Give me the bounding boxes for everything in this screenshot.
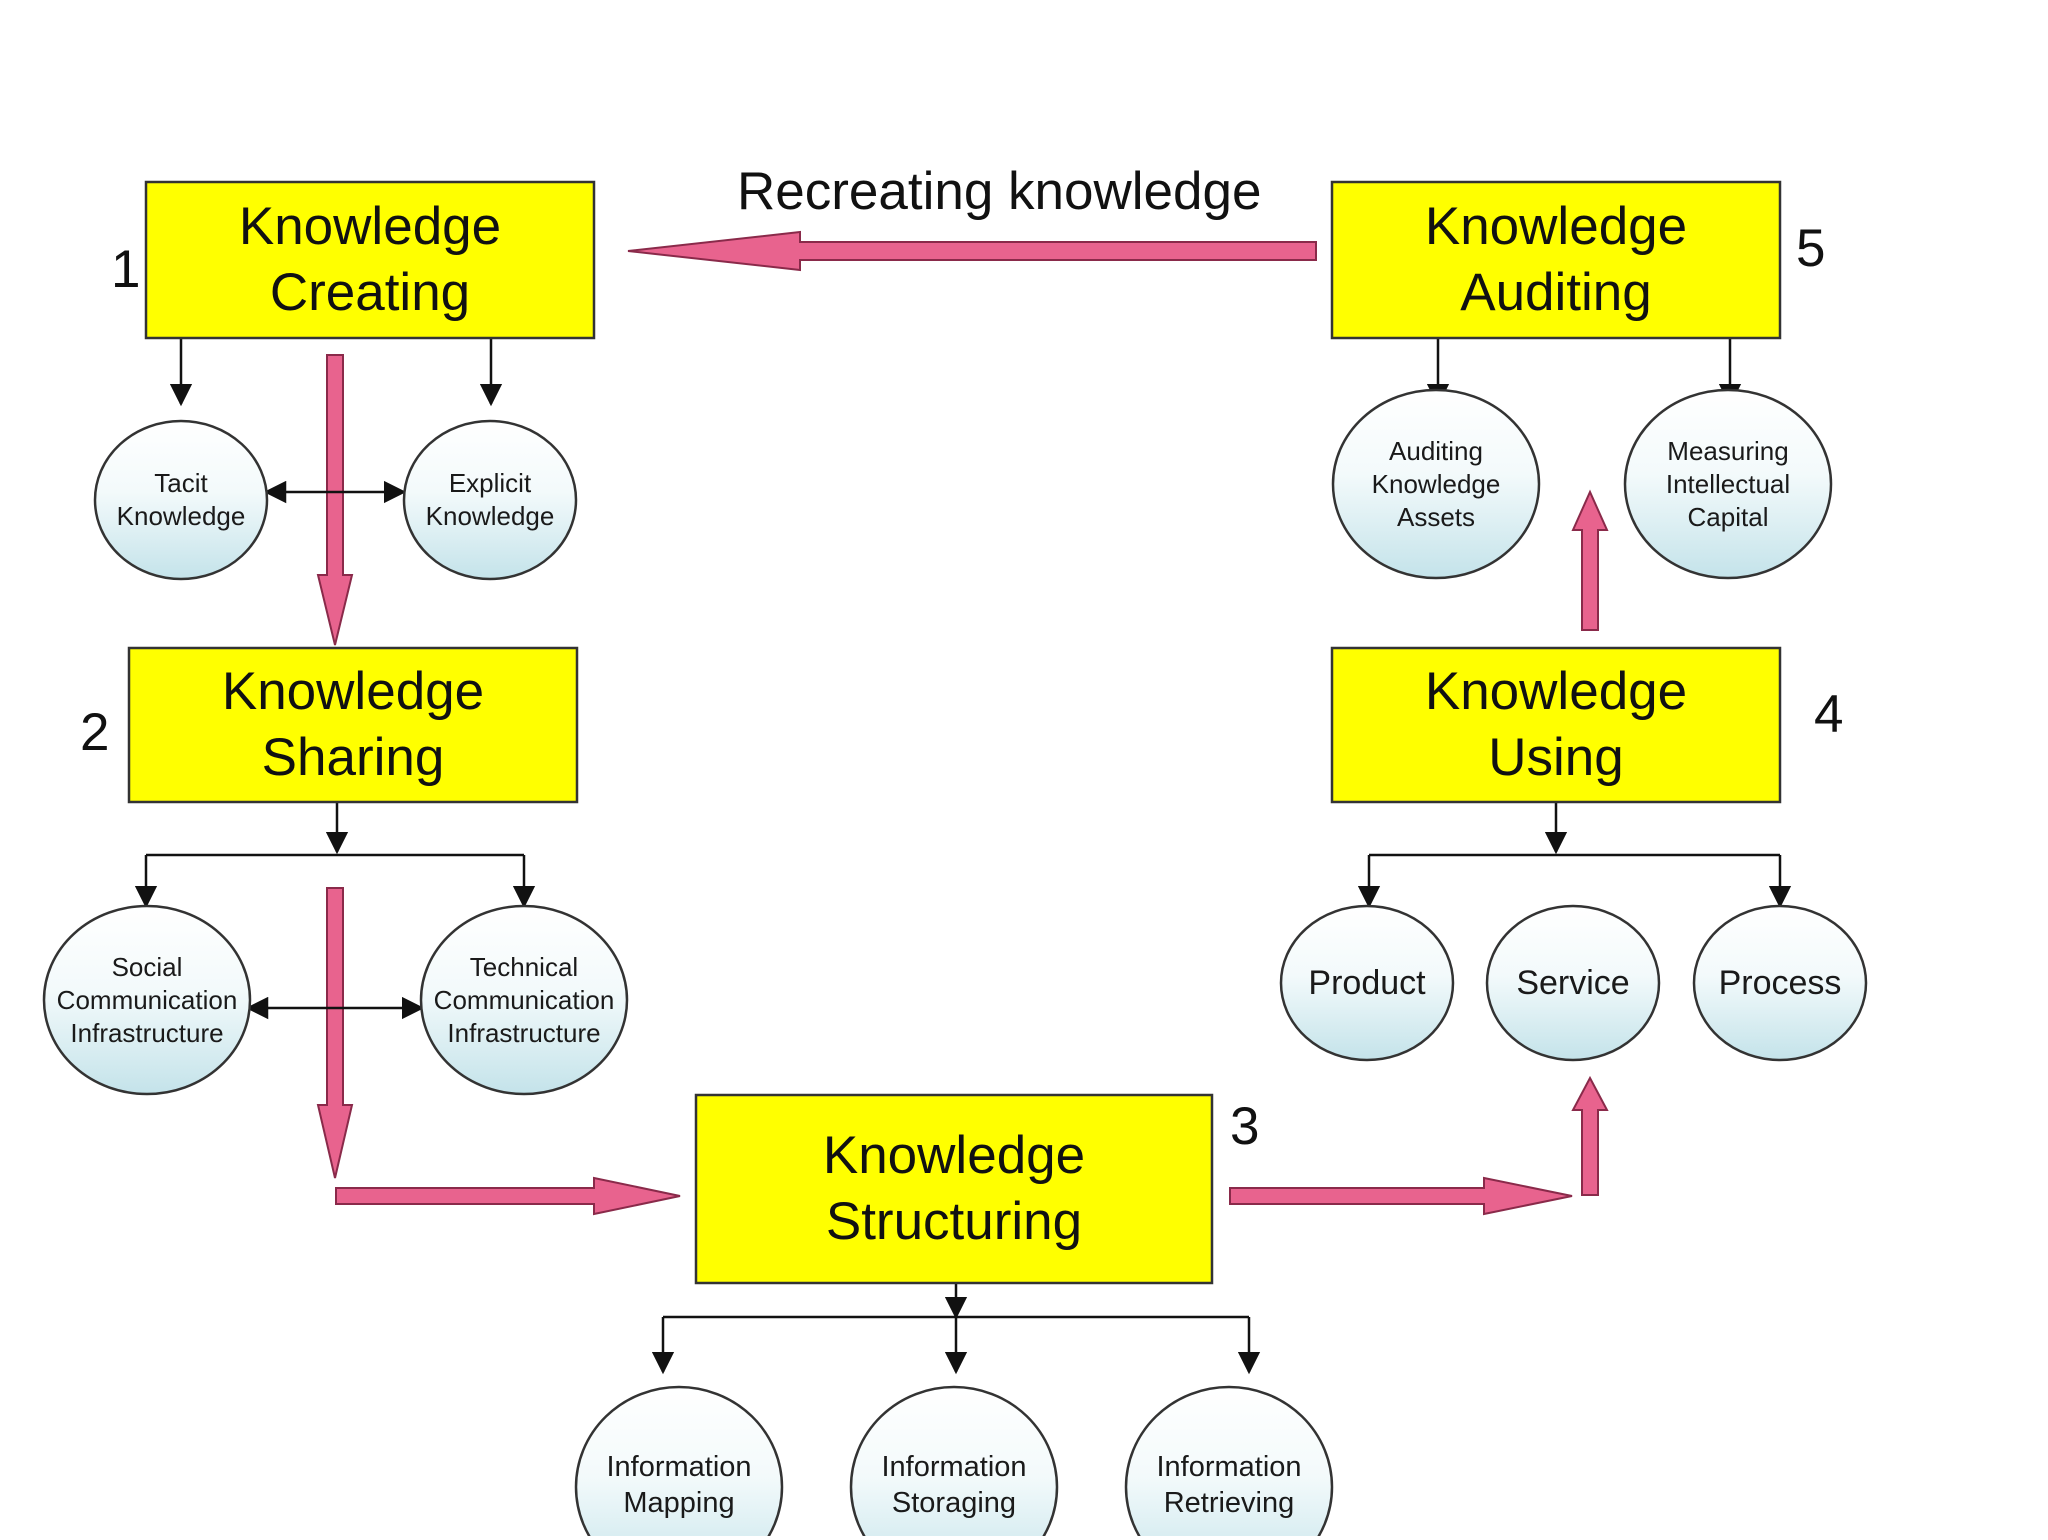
node-process [1692, 904, 1868, 1062]
node-explicit-knowledge [402, 419, 578, 581]
connectors [134, 338, 1792, 1375]
arrow-sharing-down [316, 887, 354, 1179]
recreating-knowledge-label: Recreating knowledge [737, 162, 1262, 221]
flow-arrows [316, 230, 1609, 1216]
node-information-storaging [849, 1385, 1059, 1536]
node-tacit-knowledge [93, 419, 269, 581]
recreating-arrow [627, 230, 1317, 272]
stage-box-structuring [694, 1093, 1214, 1285]
node-product [1279, 904, 1455, 1062]
arrow-to-using-up [1571, 1075, 1609, 1196]
node-auditing-knowledge-assets [1331, 388, 1541, 580]
node-information-retrieving [1124, 1385, 1334, 1536]
node-technical-infrastructure [419, 904, 629, 1096]
stage-box-creating [144, 180, 596, 340]
arrow-structuring-right [1229, 1176, 1573, 1216]
stage-box-auditing [1330, 180, 1782, 340]
node-information-mapping [574, 1385, 784, 1536]
arrow-creating-to-sharing [316, 354, 354, 646]
arrow-sharing-to-structuring [335, 1176, 681, 1216]
node-measuring-intellectual-capital [1623, 388, 1833, 580]
stage-box-sharing [127, 646, 579, 804]
stage-box-using [1330, 646, 1782, 804]
arrow-using-to-auditing [1571, 489, 1609, 631]
node-service [1485, 904, 1661, 1062]
node-social-infrastructure [42, 904, 252, 1096]
